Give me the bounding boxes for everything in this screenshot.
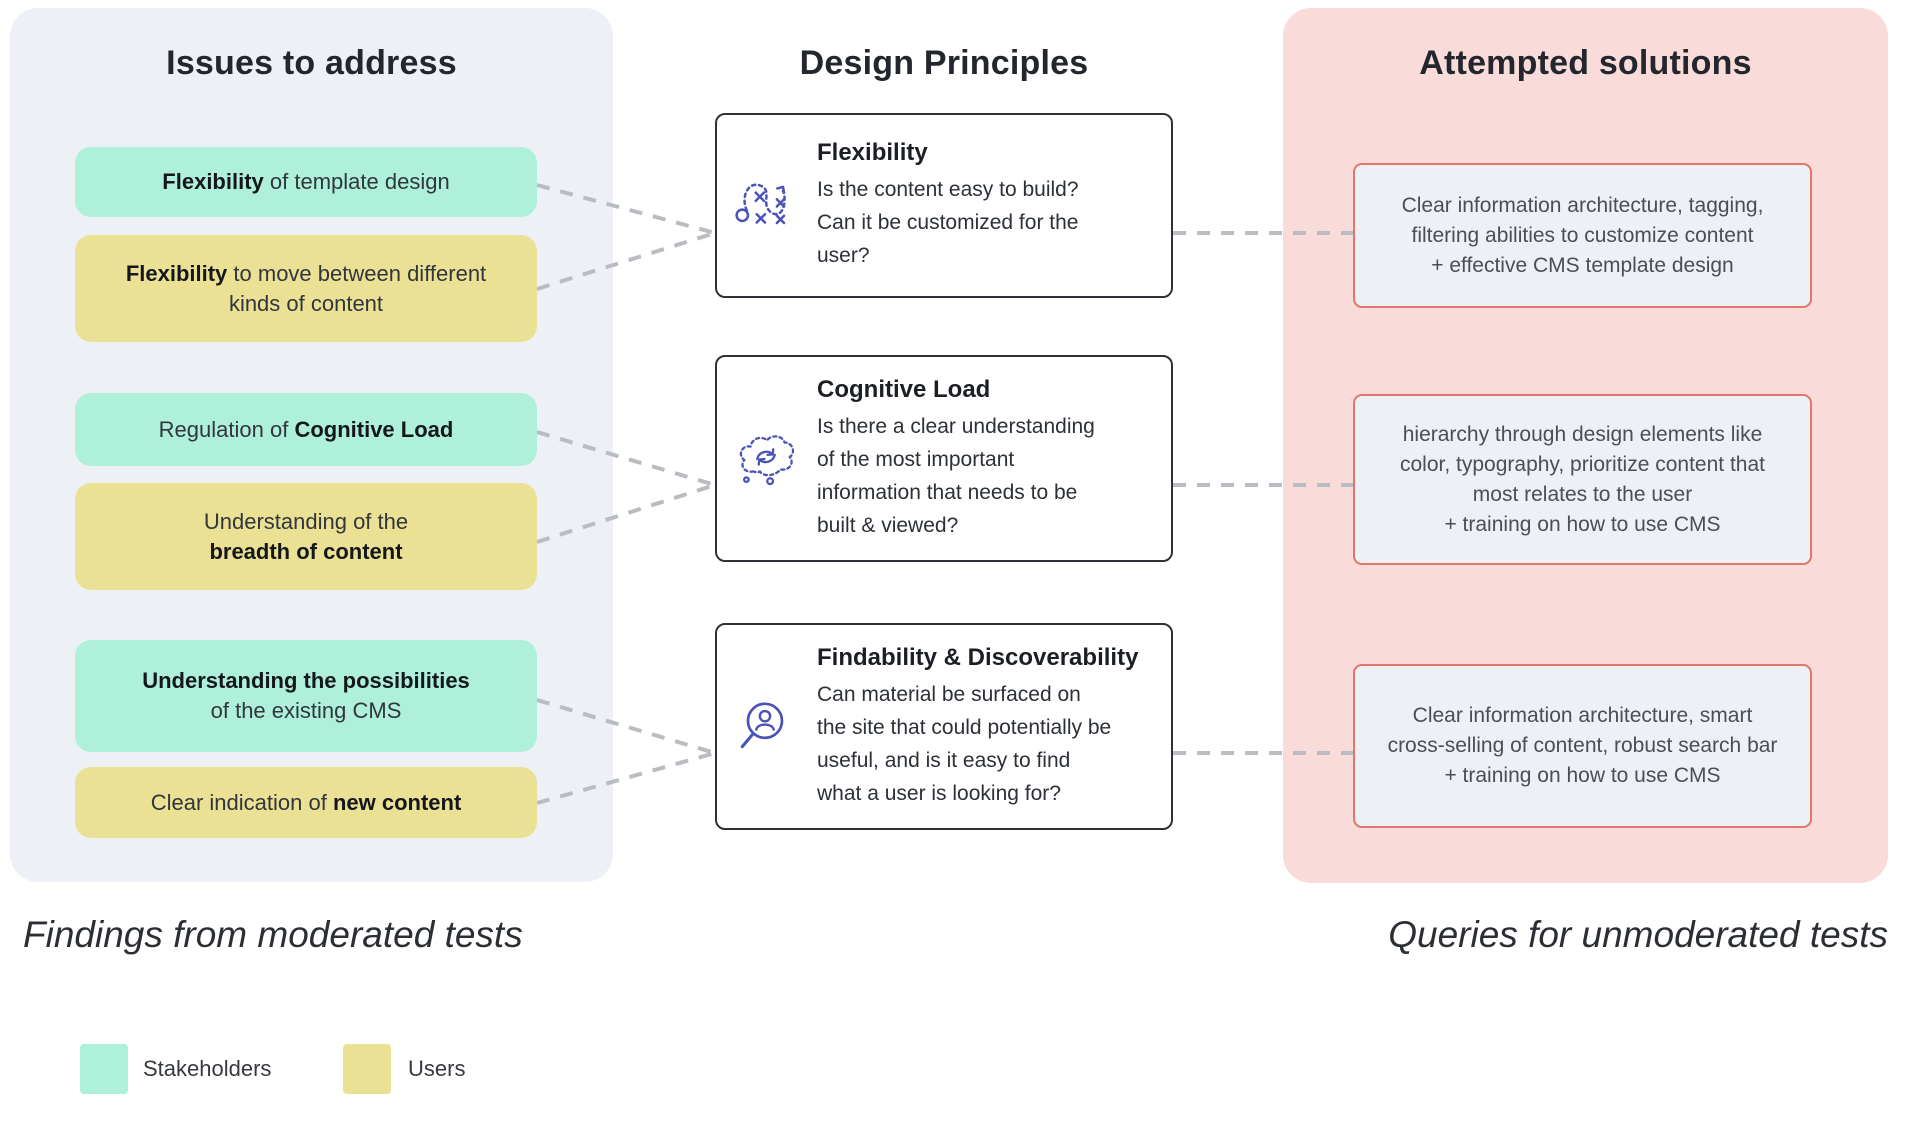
issue-box-flexibility-move: Flexibility to move between different ki… — [75, 235, 537, 342]
thought-cycle-icon — [733, 426, 799, 492]
principles-column-title: Design Principles — [799, 44, 1089, 82]
legend-swatch-users — [343, 1044, 391, 1094]
principle-title: Flexibility — [817, 139, 928, 166]
principle-body: Is the content easy to build? Can it be … — [817, 178, 1079, 267]
solution-box-information-architecture: Clear information architecture, tagging,… — [1353, 163, 1812, 308]
search-user-icon — [733, 694, 799, 760]
issue-box-new-content: Clear indication of new content — [75, 767, 537, 838]
issue-box-possibilities-cms: Understanding the possibilities of the e… — [75, 640, 537, 752]
principle-box-cognitive-load: Cognitive Load Is there a clear understa… — [715, 355, 1173, 562]
solutions-column-title: Attempted solutions — [1419, 44, 1752, 82]
issue-box-breadth-of-content: Understanding of the breadth of content — [75, 483, 537, 590]
caption-moderated-tests: Findings from moderated tests — [23, 914, 523, 955]
strategy-icon — [733, 173, 799, 239]
principle-body: Is there a clear understanding of the mo… — [817, 414, 1095, 537]
issues-column-title: Issues to address — [166, 44, 457, 82]
legend-label-users: Users — [408, 1056, 466, 1081]
solution-box-cross-selling: Clear information architecture, smart cr… — [1353, 664, 1812, 828]
legend-swatch-stakeholders — [80, 1044, 128, 1094]
principle-box-flexibility: Flexibility Is the content easy to build… — [715, 113, 1173, 298]
issue-box-cognitive-load: Regulation of Cognitive Load — [75, 393, 537, 466]
solution-box-hierarchy: hierarchy through design elements like c… — [1353, 394, 1812, 565]
legend-label-stakeholders: Stakeholders — [143, 1056, 272, 1081]
caption-unmoderated-tests: Queries for unmoderated tests — [1388, 914, 1888, 955]
principle-box-findability: Findability & Discoverability Can materi… — [715, 623, 1173, 830]
principle-body: Can material be surfaced on the site tha… — [817, 682, 1112, 805]
issue-box-flexibility-template: Flexibility of template design — [75, 147, 537, 217]
principle-title: Cognitive Load — [817, 375, 991, 403]
principle-title: Findability & Discoverability — [817, 643, 1139, 671]
